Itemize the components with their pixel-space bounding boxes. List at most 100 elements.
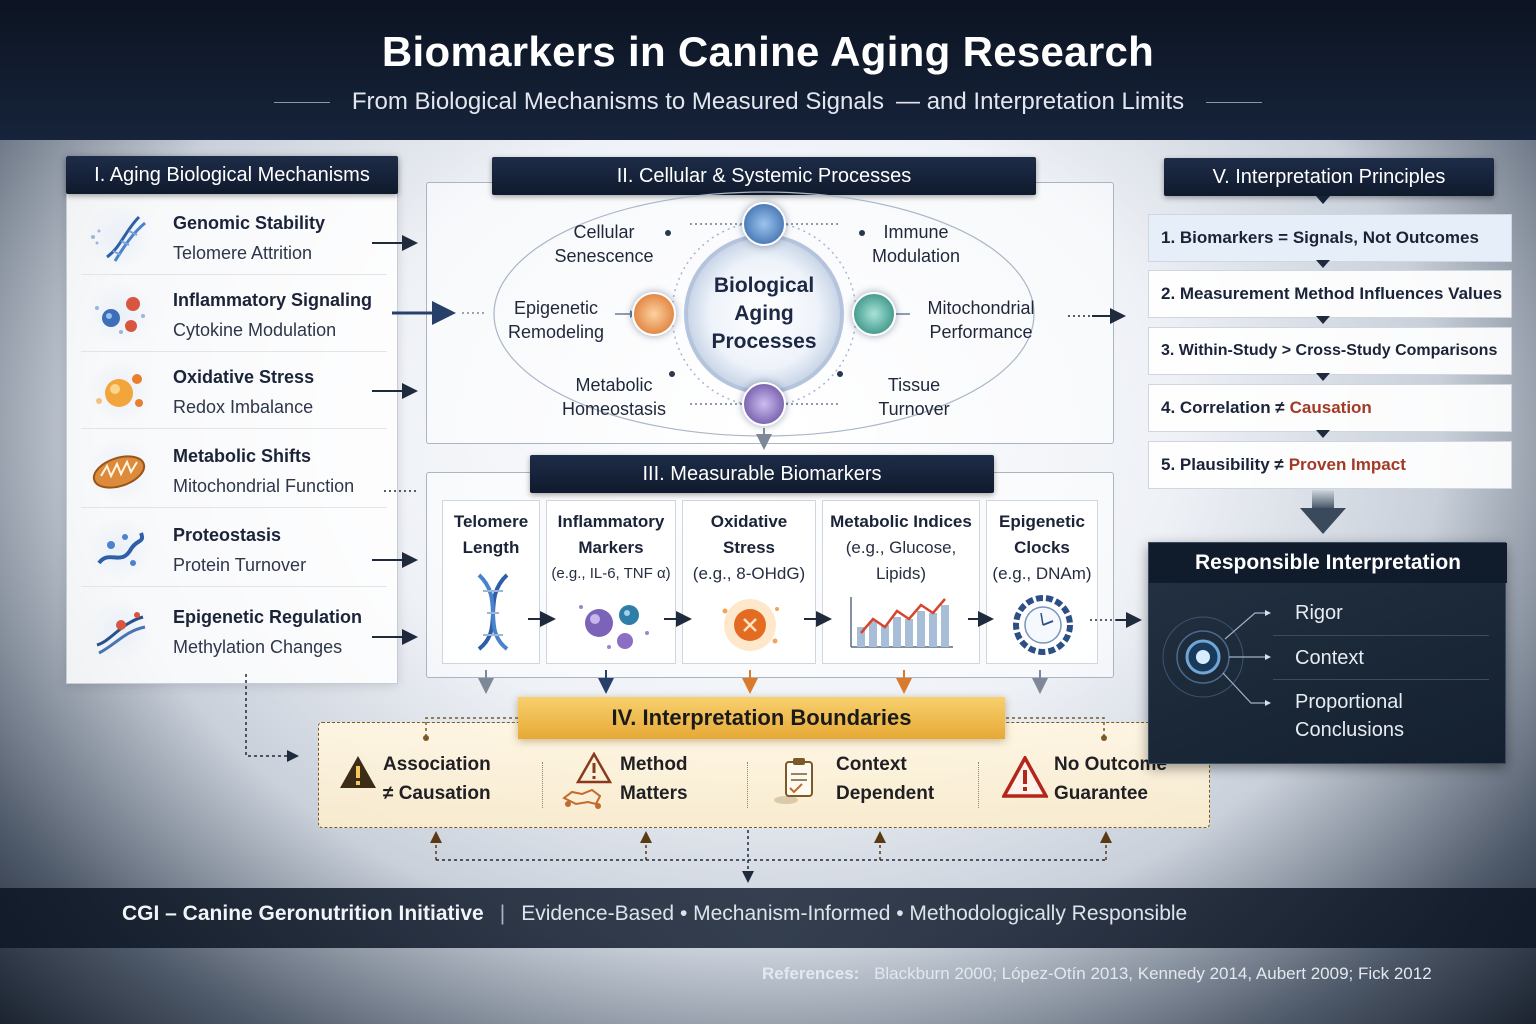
process-label-line: Performance xyxy=(929,322,1033,342)
process-label: Metabolic Homeostasis xyxy=(552,373,676,421)
biomarker-title-line: Clocks xyxy=(1014,538,1070,557)
mechanism-title: Metabolic Shifts xyxy=(173,446,312,466)
immune-cells-icon xyxy=(571,593,655,660)
responsible-item: Proportional xyxy=(1295,691,1403,713)
mechanism-item: Genomic Stability Telomere Attrition xyxy=(81,199,387,275)
footer-separator: | xyxy=(499,902,506,925)
mechanism-subtitle: Methylation Changes xyxy=(173,637,343,657)
process-label-line: Epigenetic xyxy=(513,298,599,318)
principle-item: 4. Correlation ≠ Causation xyxy=(1148,384,1512,432)
biomarker-title-line: Inflammatory xyxy=(557,512,665,531)
biomarker-title: Telomere Length xyxy=(443,509,539,561)
biomarker-example: (e.g., IL-6, TNF α) xyxy=(551,565,671,582)
references: References: Blackburn 2000; López-Otín 2… xyxy=(762,964,1432,984)
biomarker-example: (e.g., DNAm) xyxy=(992,564,1092,583)
biomarker-title: Oxidative Stress xyxy=(683,509,815,561)
process-label-line: Cellular xyxy=(573,222,635,242)
references-label: References: xyxy=(762,964,860,983)
mechanism-subtitle: Protein Turnover xyxy=(173,555,307,575)
references-text: Blackburn 2000; López-Otín 2013, Kennedy… xyxy=(874,964,1432,983)
boundary-divider xyxy=(747,762,748,808)
principle-item: 3. Within-Study > Cross-Study Comparison… xyxy=(1148,327,1512,375)
node-blue-icon xyxy=(742,202,786,246)
warning-triangle-icon xyxy=(338,754,378,795)
mechanism-item: Proteostasis Protein Turnover xyxy=(81,511,387,587)
center-line: Aging xyxy=(734,302,794,325)
responsible-item: Rigor xyxy=(1295,602,1343,624)
panel-boundaries-header: IV. Interpretation Boundaries xyxy=(518,697,1005,739)
biomarker-title-line: Stress xyxy=(723,538,775,557)
boundary-line: No Outcome xyxy=(1054,754,1167,775)
principle-text: 3. Within-Study > Cross-Study Comparison… xyxy=(1161,342,1498,359)
alert-triangle-red-icon xyxy=(1001,754,1049,803)
principle-highlight: Causation xyxy=(1289,398,1372,417)
biomarker-title-line: Oxidative xyxy=(710,512,788,531)
subtitle-text-a: From Biological Mechanisms to Measured S… xyxy=(351,88,885,115)
principle-highlight: Proven Impact xyxy=(1288,455,1406,474)
biomarker-card: Telomere Length xyxy=(442,500,540,664)
mitochondrion-icon xyxy=(81,440,159,500)
subtitle: From Biological Mechanisms to Measured S… xyxy=(0,88,1536,116)
mechanism-item: Epigenetic Regulation Methylation Change… xyxy=(81,593,387,669)
boundary-line: Method xyxy=(620,754,688,775)
process-label-line: Tissue xyxy=(887,375,941,395)
mechanism-title: Oxidative Stress xyxy=(173,367,315,387)
mechanism-subtitle: Cytokine Modulation xyxy=(173,320,337,340)
principle-text: 5. Plausibility ≠ xyxy=(1161,455,1284,474)
principle-item: 1. Biomarkers = Signals, Not Outcomes xyxy=(1148,214,1512,262)
footer: CGI – Canine Geronutrition Initiative | … xyxy=(122,902,1187,926)
boundary-divider xyxy=(542,762,543,808)
process-label-line: Remodeling xyxy=(507,322,605,342)
biomarker-example: (e.g., 8-OHdG) xyxy=(692,564,806,583)
biomarker-title: Metabolic Indices xyxy=(823,509,979,535)
boundary-item: Association ≠ Causation xyxy=(383,750,491,820)
process-label-line: Turnover xyxy=(878,399,950,419)
clock-dial-icon xyxy=(1011,595,1075,660)
node-purple-icon xyxy=(742,382,786,426)
boundary-line: Dependent xyxy=(836,783,935,804)
boundary-line: Context xyxy=(836,754,907,775)
biomarker-example: (e.g., Glucose, xyxy=(845,538,957,557)
center-line: Processes xyxy=(711,330,817,353)
process-label: Mitochondrial Performance xyxy=(914,296,1048,344)
subtitle-rule-right xyxy=(1206,101,1263,103)
responsible-interpretation-panel: Responsible Interpretation Rigor Context… xyxy=(1148,542,1507,764)
mechanism-subtitle: Mitochondrial Function xyxy=(173,476,355,496)
clipboard-icon xyxy=(772,756,822,811)
footer-organization: CGI – Canine Geronutrition Initiative xyxy=(122,902,484,925)
boundary-divider xyxy=(978,762,979,808)
biomarker-title-line: Telomere xyxy=(453,512,529,531)
principle-text: 4. Correlation ≠ xyxy=(1161,398,1285,417)
process-label: Epigenetic Remodeling xyxy=(494,296,618,344)
oxidative-burst-icon xyxy=(713,595,787,660)
mechanism-item: Inflammatory Signaling Cytokine Modulati… xyxy=(81,276,387,352)
panel-processes-header: II. Cellular & Systemic Processes xyxy=(492,157,1036,195)
telomere-dna-icon xyxy=(461,569,525,660)
biomarker-title-line: Length xyxy=(462,538,520,557)
panel-principles-header: V. Interpretation Principles xyxy=(1164,158,1494,196)
warning-dog-icon xyxy=(560,751,616,815)
boundary-item: Context Dependent xyxy=(836,750,934,820)
boundary-item: Method Matters xyxy=(620,750,688,820)
protein-fold-icon xyxy=(81,519,159,579)
boundary-item: No Outcome Guarantee xyxy=(1054,750,1167,820)
biomarker-title-line: Epigenetic xyxy=(999,512,1085,531)
panel-mechanisms-header: I. Aging Biological Mechanisms xyxy=(66,156,398,194)
subtitle-text-b: — and Interpretation Limits xyxy=(896,88,1185,115)
panel-boundaries xyxy=(318,722,1210,828)
methylated-dna-icon xyxy=(81,601,159,661)
principle-text: 2. Measurement Method Influences Values xyxy=(1161,284,1503,303)
biomarker-title-line: Markers xyxy=(578,538,644,557)
mechanism-item: Metabolic Shifts Mitochondrial Function xyxy=(81,432,387,508)
process-label-line: Immune xyxy=(883,222,949,242)
process-center-title: Biological Aging Processes xyxy=(698,272,830,356)
biomarker-card: Metabolic Indices (e.g., Glucose, Lipids… xyxy=(822,500,980,664)
responsible-interpretation-header: Responsible Interpretation xyxy=(1149,543,1507,583)
process-label: Tissue Turnover xyxy=(860,373,968,421)
biomarker-title: Inflammatory Markers xyxy=(547,509,675,561)
biomarker-example: Lipids) xyxy=(875,564,927,583)
mechanism-subtitle: Telomere Attrition xyxy=(173,243,313,263)
process-label-line: Senescence xyxy=(554,246,654,266)
cytokine-cells-icon xyxy=(81,284,159,344)
panel-biomarkers-header: III. Measurable Biomarkers xyxy=(530,455,994,493)
